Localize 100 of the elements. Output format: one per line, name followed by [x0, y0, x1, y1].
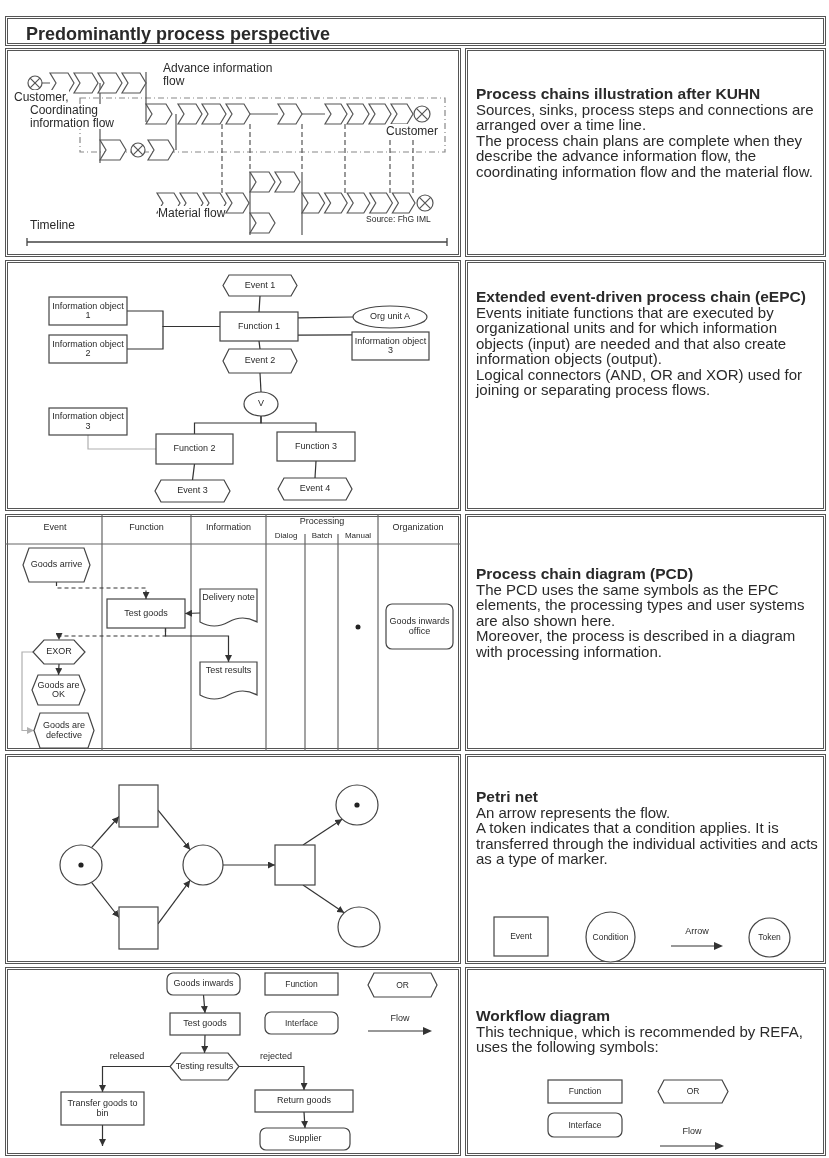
- connector-line: [297, 334, 353, 336]
- information-object-box: Information object 2: [49, 335, 127, 363]
- arrow: [222, 861, 276, 869]
- description-text: Moreover, the process is described in a diagram with processing information.: [476, 628, 797, 659]
- legend-symbol: OR: [658, 1080, 728, 1103]
- lane-header: Event: [42, 522, 68, 532]
- transition-box: [275, 845, 315, 885]
- connector-line: [259, 372, 262, 393]
- connector-line: [260, 415, 317, 433]
- description-text: A token indicates that a condition applies. It is transferred through the individual activities and acts as a type of marker.: [476, 820, 819, 867]
- function-box: Transfer goods to bin: [61, 1092, 144, 1125]
- section-heading: Extended event-driven process chain (eEPC): [476, 289, 807, 305]
- event-hexagon: Event 3: [155, 480, 230, 502]
- information-object-box: Information object 1: [49, 297, 127, 325]
- arrow: [201, 1034, 209, 1054]
- arrow: [238, 1065, 308, 1091]
- connector-line: [126, 325, 221, 350]
- information-object-box: Information object 3: [352, 332, 429, 360]
- legend-symbol: Function: [548, 1080, 622, 1103]
- connector-line: [314, 460, 317, 479]
- arrow: [21, 651, 35, 734]
- arrow: [157, 879, 191, 925]
- function-box: Test goods: [170, 1013, 240, 1035]
- legend-label: Flow: [389, 1013, 411, 1023]
- function-box: Return goods: [255, 1090, 353, 1112]
- description-text: Sources, sinks, process steps and connections are arranged over a time line.: [476, 101, 815, 133]
- legend-symbol: OR: [368, 973, 437, 997]
- transition-box: [119, 907, 158, 949]
- org-unit-ellipse: Org unit A: [353, 306, 427, 328]
- lane-header: Manual: [343, 531, 373, 540]
- information-object-box: Information object 3: [49, 408, 127, 435]
- arrow: [99, 1124, 106, 1147]
- connector-circle: V: [244, 392, 278, 416]
- lane-header: Information: [205, 522, 252, 532]
- arrow: [90, 815, 120, 849]
- document-shape: Delivery note: [200, 589, 257, 629]
- description-text: The process chain plans are complete when they describe the advance information flow, the coordinating information flow and the material flow.: [476, 132, 814, 179]
- description-text: An arrow represents the flow.: [476, 804, 672, 820]
- arrow: [90, 881, 120, 919]
- event-hexagon: Goods are OK: [32, 675, 85, 705]
- connector-line: [258, 295, 261, 313]
- connector-line: [191, 463, 196, 481]
- event-hexagon: Goods arrive: [23, 548, 90, 582]
- connector-line: [297, 316, 354, 319]
- table-title: Predominantly process perspective: [5, 16, 826, 46]
- diagram-label: Customer: [386, 124, 438, 138]
- arrow: [157, 809, 191, 851]
- event-hexagon: Goods are defective: [34, 713, 94, 748]
- legend-symbol: Condition: [586, 912, 635, 962]
- legend-symbol: Event: [494, 917, 548, 956]
- place-circle: [60, 845, 102, 885]
- connector-line: [87, 434, 157, 450]
- transition-box: [119, 785, 158, 827]
- function-box: Function 2: [156, 434, 233, 464]
- arrow: [55, 581, 150, 600]
- section-heading: Process chain diagram (PCD): [476, 566, 695, 582]
- legend-symbol: Interface: [265, 1012, 338, 1034]
- interface-box: Supplier: [260, 1128, 350, 1150]
- arrow: [200, 994, 208, 1014]
- event-hexagon: Event 1: [223, 275, 297, 296]
- legend-label: Flow: [681, 1126, 703, 1136]
- function-box: Function 1: [220, 312, 298, 341]
- section-heading: Petri net: [476, 789, 539, 805]
- place-circle: [336, 785, 378, 825]
- function-box: Function 3: [277, 432, 355, 461]
- interface-box: Goods inwards: [167, 973, 240, 995]
- legend-symbol: Token: [749, 918, 790, 957]
- organization-box: Goods inwards office: [386, 604, 453, 649]
- event-hexagon: Event 2: [223, 349, 297, 373]
- description-text: Events initiate functions that are executed by organizational units and for which information objects (input) are needed and that also create information objects (output).: [476, 304, 787, 367]
- document-shape: Test results: [200, 662, 257, 702]
- arrow: [164, 627, 232, 663]
- decision-hexagon: Testing results: [170, 1053, 239, 1080]
- description-text: This technique, which is recommended by REFA, uses the following symbols:: [476, 1023, 804, 1055]
- diagram-label: Timeline: [30, 218, 75, 232]
- arrow: [55, 663, 63, 676]
- connector-hexagon: EXOR: [33, 640, 85, 664]
- legend-symbol: Function: [265, 973, 338, 995]
- legend-symbol: Interface: [548, 1113, 622, 1137]
- arrow: [99, 1065, 171, 1093]
- lane-header: Processing: [298, 516, 346, 526]
- section-heading: Process chains illustration after KUHN: [476, 86, 762, 102]
- connector-line: [258, 340, 261, 350]
- lane-header: Function: [128, 522, 165, 532]
- diagram-label: Customer,: [14, 90, 69, 104]
- section-heading: Workflow diagram: [476, 1008, 612, 1024]
- diagram-label: Material flow: [158, 206, 226, 220]
- lane-header: Dialog: [273, 531, 299, 540]
- arrow: [301, 1111, 309, 1129]
- lane-header: Organization: [391, 522, 445, 532]
- place-circle: [183, 845, 223, 885]
- description-text: Logical connectors (AND, OR and XOR) used for joining or separating process flows.: [476, 366, 803, 398]
- legend-label: Arrow: [684, 926, 710, 936]
- event-hexagon: Event 4: [278, 478, 352, 500]
- description-text: The PCD uses the same symbols as the EPC elements, the processing types and user systems are also shown here.: [476, 581, 806, 628]
- lane-header: Batch: [310, 531, 334, 540]
- diagram-label: Source: FhG IML: [366, 214, 431, 224]
- function-box: Test goods: [107, 599, 185, 628]
- arrow: [302, 818, 343, 846]
- place-circle: [338, 907, 380, 947]
